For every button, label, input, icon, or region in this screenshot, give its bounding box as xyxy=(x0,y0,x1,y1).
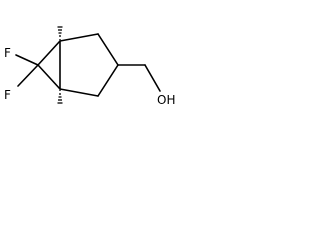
bond-cf2-c5 xyxy=(37,64,61,90)
hashed-wedge-upper xyxy=(57,26,63,40)
atom-f-lower: F xyxy=(4,88,11,102)
bond-c1-c2 xyxy=(59,33,99,42)
bond-cf2-c1 xyxy=(37,40,61,66)
atom-hydroxyl: OH xyxy=(157,93,175,107)
structure-diagram: F F OH xyxy=(4,26,175,107)
atom-f-upper: F xyxy=(4,46,11,60)
hashed-wedge-lower xyxy=(57,90,63,104)
bond-c3-c4 xyxy=(97,64,119,97)
bond-ch2-o xyxy=(144,64,161,92)
bond-c-f-lower xyxy=(17,64,39,87)
bond-c2-c3 xyxy=(97,33,119,66)
bond-c-f-upper xyxy=(15,54,39,66)
bond-c4-c5 xyxy=(59,88,99,97)
